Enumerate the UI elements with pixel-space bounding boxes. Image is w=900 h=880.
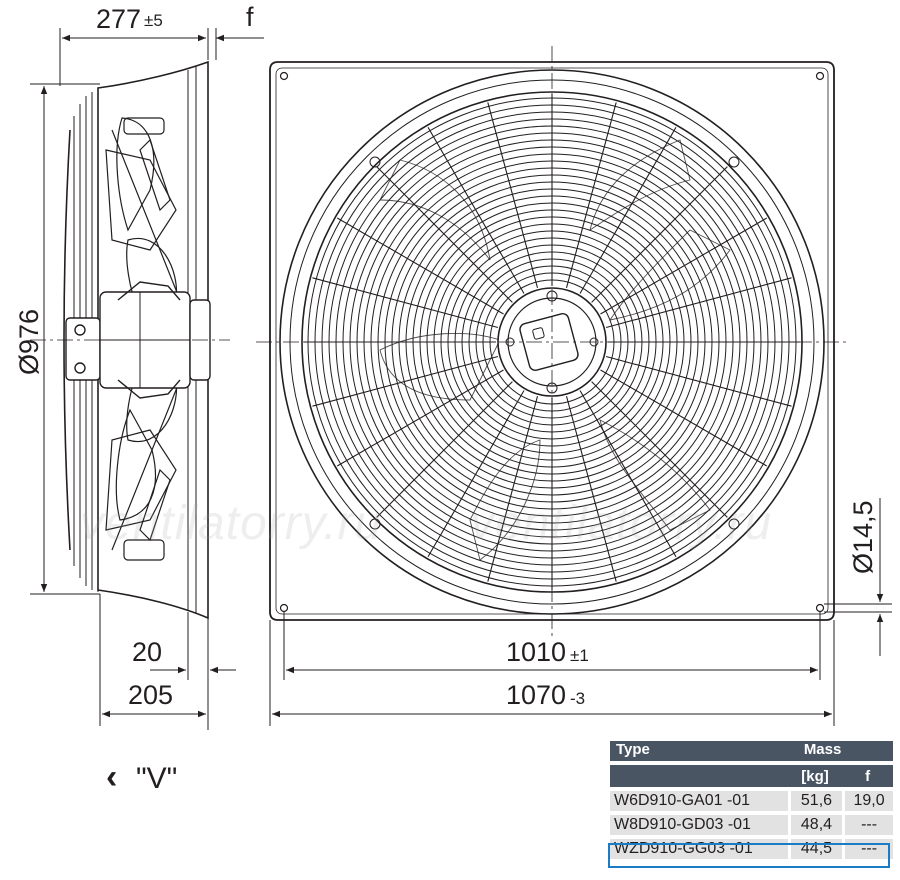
row-f: --- [842,815,893,835]
front-view [256,46,850,636]
dim-diameter: Ø976 [14,309,44,375]
guard-spoke [487,395,539,582]
view-arrow-icon: ‹ [106,758,117,796]
dim-hole-pitch-tolerance: ±1 [570,646,589,665]
dim-hole-pitch: 1010 [506,637,566,667]
side-view [30,60,230,620]
guard-spoke [376,166,513,303]
mount-hole [279,603,289,613]
guard-spoke [487,102,539,289]
view-label: "V" [136,762,177,795]
dim-body-depth: 205 [128,680,173,710]
row-mass: 44,5 [787,839,843,859]
table-row: W6D910-GA01 -01 51,6 19,0 [610,791,893,811]
row-f: 19,0 [842,791,893,811]
guard-spoke [312,277,499,329]
dim-width-tolerance: -3 [570,689,585,708]
side-dimensions [30,28,264,730]
mount-hole [815,603,825,613]
guard-spoke [565,102,617,289]
guard-spoke [579,390,677,558]
table-subheader-row: [kg] f [610,765,893,787]
dim-depth: 277 [96,4,141,34]
watermark-left: ventilatorry.ru [80,497,383,550]
guard-spoke [427,126,525,294]
guard-spoke [376,381,513,518]
guard-spoke [605,277,792,329]
table-row-selected: WZD910-GG03 -01 44,5 --- [610,839,893,859]
guard-spoke [427,390,525,558]
dim-f: f [246,2,254,32]
watermark-right: ventilatorry.ru [470,497,773,550]
header-mass-unit: [kg] [787,765,843,787]
guard-spoke [591,166,728,303]
guard-spoke [600,369,768,467]
guard-spoke [565,395,617,582]
guard-spoke [591,381,728,518]
dim-hole-diameter: Ø14,5 [848,500,878,574]
front-dimensions [269,498,892,726]
impeller-blades [379,139,731,561]
dim-width: 1070 [506,680,566,710]
header-type: Type [610,741,788,761]
mount-hole [815,71,825,81]
guard-spoke [336,217,504,315]
row-type: W6D910-GA01 -01 [610,791,788,811]
header-mass: Mass [787,741,893,761]
guard-spoke [605,355,792,407]
table-row: W8D910-GD03 -01 48,4 --- [610,815,893,835]
row-type: WZD910-GG03 -01 [610,839,788,859]
guard-spoke [579,126,677,294]
row-type: W8D910-GD03 -01 [610,815,788,835]
row-mass: 48,4 [787,815,843,835]
type-table: Type Mass [kg] f W6D910-GA01 -01 51,6 19… [610,737,893,863]
mount-hole [279,71,289,81]
guard-spoke [600,217,768,315]
row-f: --- [842,839,893,859]
header-f: f [842,765,893,787]
guard-spoke [312,355,499,407]
side-blades [105,117,181,561]
table-header-row: Type Mass [610,741,893,761]
dim-flange: 20 [132,637,162,667]
guard-spoke [336,369,504,467]
dim-depth-tolerance: ±5 [144,11,163,30]
row-mass: 51,6 [787,791,843,811]
